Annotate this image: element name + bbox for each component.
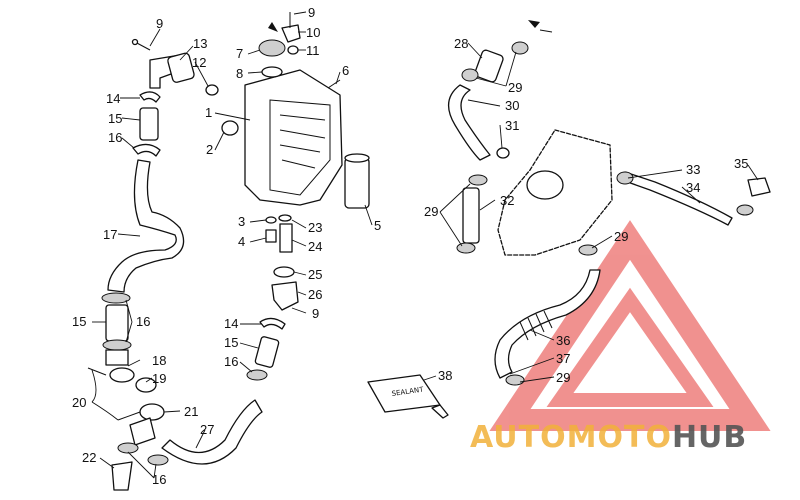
hose-28 [474, 49, 504, 83]
watermark-auto: AUTO [470, 420, 567, 455]
hose-32 [462, 187, 480, 244]
washer-3 [265, 216, 277, 224]
callout-37: 37 [556, 351, 570, 366]
watermark-moto: MOTO [566, 420, 672, 455]
callout-16: 16 [152, 472, 166, 487]
callout-15: 15 [224, 335, 238, 350]
callout-3: 3 [238, 214, 245, 229]
callout-7: 7 [236, 46, 243, 61]
hose-27 [161, 399, 263, 465]
elbow-26 [271, 281, 299, 311]
clamp-14a [139, 91, 161, 103]
callout-14: 14 [106, 91, 120, 106]
watermark-hub: HUB [671, 420, 748, 455]
callout-20: 20 [72, 395, 86, 410]
screen-24 [279, 223, 293, 253]
filter-5 [344, 157, 370, 209]
clamp-16a [132, 143, 161, 157]
gasket-19 [135, 377, 157, 393]
callout-36: 36 [556, 333, 570, 348]
oring-8 [261, 66, 283, 78]
oil-tank [221, 12, 370, 381]
callout-11: 11 [306, 43, 320, 58]
callout-17: 17 [103, 227, 117, 242]
callout-38: 38 [438, 368, 452, 383]
callout-29: 29 [508, 80, 522, 95]
callout-9: 9 [312, 306, 319, 321]
callout-6: 6 [342, 63, 349, 78]
callout-8: 8 [236, 66, 243, 81]
callout-9: 9 [156, 16, 163, 31]
flange-21 [139, 403, 165, 421]
callout-19: 19 [152, 371, 166, 386]
oring-25 [273, 266, 295, 278]
clamp-16b [101, 292, 131, 304]
hose-15b [105, 304, 129, 342]
callout-9: 9 [308, 5, 315, 20]
outlet-18 [105, 349, 129, 366]
watermark-logo [489, 220, 771, 431]
hose-13 [167, 52, 195, 83]
callout-26: 26 [308, 287, 322, 302]
tank-body [244, 69, 343, 206]
plug-4 [265, 229, 277, 243]
callout-28: 28 [454, 36, 468, 51]
callout-2: 2 [206, 142, 213, 157]
callout-31: 31 [505, 118, 519, 133]
washer-11 [287, 45, 299, 55]
cap-7 [258, 39, 286, 57]
callout-16: 16 [224, 354, 238, 369]
callout-32: 32 [500, 193, 514, 208]
callout-16: 16 [108, 130, 122, 145]
callout-15: 15 [108, 111, 122, 126]
callout-16: 16 [136, 314, 150, 329]
callout-15: 15 [72, 314, 86, 329]
callout-29: 29 [424, 204, 438, 219]
clamp-14b [259, 317, 286, 330]
flange-18 [109, 367, 135, 383]
callout-24: 24 [308, 239, 322, 254]
callout-27: 27 [200, 422, 214, 437]
callout-33: 33 [686, 162, 700, 177]
callout-14: 14 [224, 316, 238, 331]
hose-22 [111, 461, 133, 491]
hose-36 [494, 269, 601, 379]
callout-22: 22 [82, 450, 96, 465]
callout-10: 10 [306, 25, 320, 40]
grommet-2 [221, 120, 239, 136]
callout-30: 30 [505, 98, 519, 113]
ring-12 [205, 84, 219, 96]
callout-25: 25 [308, 267, 322, 282]
callout-5: 5 [374, 218, 381, 233]
callout-4: 4 [238, 234, 245, 249]
callout-34: 34 [686, 180, 700, 195]
fitting-10 [281, 24, 301, 43]
hose-34 [621, 171, 733, 226]
callout-29: 29 [614, 229, 628, 244]
callout-12: 12 [192, 55, 206, 70]
hose-30 [448, 84, 491, 161]
callout-13: 13 [193, 36, 207, 51]
hose-15c [254, 336, 280, 368]
hose-15a [139, 107, 159, 141]
callout-21: 21 [184, 404, 198, 419]
callout-1: 1 [205, 105, 212, 120]
right-assembly: SEALANT [367, 20, 771, 419]
callout-numbers: 9 13 12 14 15 16 17 1 2 9 10 11 7 8 6 5 … [72, 5, 748, 487]
callout-18: 18 [152, 353, 166, 368]
clamp-16c [246, 369, 268, 381]
fitting-35 [747, 177, 771, 197]
callout-23: 23 [308, 220, 322, 235]
leader-lines [91, 11, 759, 479]
watermark-text: AUTOMOTOHUB [470, 420, 800, 460]
callout-35: 35 [734, 156, 748, 171]
callout-29: 29 [556, 370, 570, 385]
left-hose-assembly [87, 38, 263, 491]
hose-17 [107, 159, 185, 293]
